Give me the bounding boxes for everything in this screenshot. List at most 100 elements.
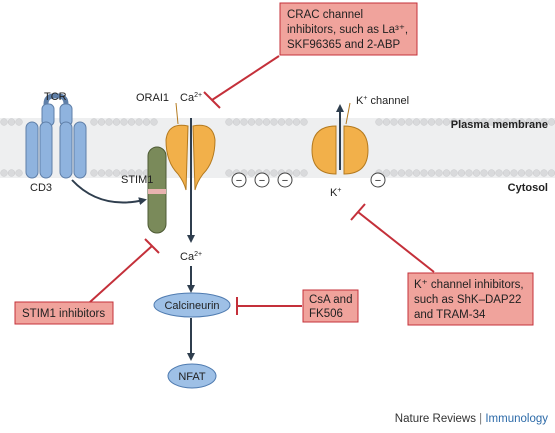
lipid-head <box>225 169 233 177</box>
lipid-head <box>442 169 451 177</box>
lipid-head <box>480 118 488 126</box>
lipid-head <box>525 169 533 177</box>
lipid-head <box>427 169 436 177</box>
crac-line-1: CRAC channel <box>287 9 363 21</box>
lipid-head <box>480 169 488 177</box>
k-inhibitors-line-3: and TRAM-34 <box>414 309 486 321</box>
svg-text:−: − <box>282 175 288 187</box>
lipid-head <box>540 169 548 177</box>
lipid-head <box>225 118 233 126</box>
lipid-head <box>240 118 248 126</box>
lipid-head <box>127 169 136 177</box>
orai1-label: ORAI1 <box>136 92 169 104</box>
lipid-head <box>300 169 308 177</box>
svg-text:−: − <box>375 175 381 187</box>
lipid-head <box>97 118 106 126</box>
lipid-head <box>442 118 451 126</box>
tcr-to-stim1-arrow <box>71 179 147 206</box>
k-inhibition-line <box>350 203 435 273</box>
lipid-head <box>412 169 421 177</box>
lipid-head <box>510 118 518 126</box>
crac-line-2: inhibitors, such as La³⁺, <box>287 24 408 36</box>
lipid-head <box>90 169 98 177</box>
lipid-head <box>532 169 541 177</box>
lipid-head <box>450 169 458 177</box>
lipid-head <box>390 169 398 177</box>
calcineurin-label: Calcineurin <box>164 300 219 312</box>
lipid-head <box>292 118 301 126</box>
lipid-head <box>0 169 8 177</box>
lipid-head <box>127 118 136 126</box>
k-ion-label: K+ <box>330 187 341 199</box>
lipid-head <box>465 118 473 126</box>
tcr-label: TCR <box>44 91 67 103</box>
lipid-head <box>7 118 16 126</box>
lipid-head <box>420 118 428 126</box>
k-channel-label: K+ channel <box>356 95 409 107</box>
csa-line-2: FK506 <box>309 308 343 320</box>
lipid-head <box>405 169 413 177</box>
lipid-head <box>255 118 263 126</box>
lipid-head <box>457 169 466 177</box>
lipid-head <box>270 118 278 126</box>
lipid-head <box>397 118 406 126</box>
lipid-head <box>465 169 473 177</box>
lipid-head <box>7 169 16 177</box>
cytosol-label: Cytosol <box>508 182 548 194</box>
lipid-head <box>375 118 383 126</box>
k-inhibitors-box: K⁺ channel inhibitors, such as ShK–DAP22… <box>407 272 534 326</box>
crac-line-3: SKF96365 and 2-ABP <box>287 39 400 51</box>
lipid-head <box>405 118 413 126</box>
lipid-head <box>277 118 286 126</box>
plasma-membrane-label: Plasma membrane <box>451 119 548 131</box>
footer-credit: Nature Reviews | Immunology <box>395 413 548 425</box>
lipid-head <box>15 169 23 177</box>
lipid-head <box>135 118 143 126</box>
negative-charges: − − − − <box>231 172 386 188</box>
k-inhibitors-line-2: such as ShK–DAP22 <box>414 294 521 306</box>
cd3-label: CD3 <box>30 182 52 194</box>
lipid-head <box>420 169 428 177</box>
lipid-head <box>547 118 555 126</box>
csa-line-1: CsA and <box>309 294 352 306</box>
lipid-head <box>382 169 391 177</box>
stim1-label: STIM1 <box>121 174 153 186</box>
lipid-head <box>0 118 8 126</box>
lipid-head <box>435 118 443 126</box>
calcineurin-node <box>153 292 231 318</box>
crac-inhibition-line <box>203 55 280 109</box>
lipid-head <box>412 118 421 126</box>
minus-charge: − <box>370 172 386 188</box>
lipid-head <box>270 169 278 177</box>
lipid-head <box>525 118 533 126</box>
lipid-head <box>435 169 443 177</box>
lipid-head <box>487 169 496 177</box>
lipid-head <box>472 169 481 177</box>
lipid-head <box>120 169 128 177</box>
lipid-head <box>382 118 391 126</box>
lipid-head <box>247 169 256 177</box>
csa-fk506-box: CsA and FK506 <box>302 289 359 323</box>
lipid-head <box>495 118 503 126</box>
lipid-head <box>112 118 121 126</box>
lipid-head <box>112 169 121 177</box>
ca-mid-label: Ca2+ <box>180 251 202 263</box>
lipid-head <box>495 169 503 177</box>
lipid-head <box>390 118 398 126</box>
nfat-node <box>167 363 217 389</box>
lipid-head <box>142 118 151 126</box>
crac-inhibitors-box: CRAC channel inhibitors, such as La³⁺, S… <box>279 2 418 56</box>
orai1-channel <box>165 102 216 191</box>
lipid-head <box>262 118 271 126</box>
k-inhibitors-line-1: K⁺ channel inhibitors, <box>414 279 524 291</box>
lipid-head <box>427 118 436 126</box>
lipid-head <box>105 118 113 126</box>
lipid-head <box>510 169 518 177</box>
stim1-protein <box>147 146 167 234</box>
lipid-head <box>517 118 526 126</box>
lipid-head <box>285 118 293 126</box>
stim1-inhibition-line <box>89 238 160 303</box>
minus-charge: − <box>277 172 293 188</box>
lipid-head <box>457 118 466 126</box>
